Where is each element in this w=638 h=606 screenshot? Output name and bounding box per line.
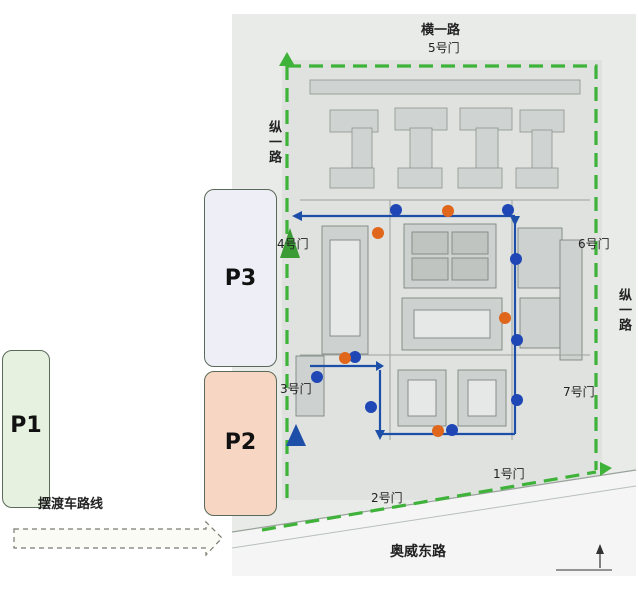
orange-markers (339, 205, 511, 437)
gate-3-label: 3号门 (280, 382, 312, 396)
inner-route-arrow-west (292, 211, 302, 221)
parking-lot-p1-label: P1 (10, 413, 42, 438)
parking-lot-p2-label: P2 (224, 430, 257, 455)
shuttle-route-arrow (13, 520, 223, 557)
inner-route-arrow-down-2 (375, 430, 385, 440)
parking-lot-p3-label: P3 (224, 266, 257, 291)
road-label-east: 纵一路 (616, 288, 631, 333)
outer-route (261, 64, 598, 532)
gate-4-label: 4号门 (277, 237, 309, 251)
outer-route-arrow-east (600, 462, 612, 476)
gate-5-label: 5号门 (428, 41, 460, 55)
parking-lot-p3[interactable]: P3 (204, 189, 277, 367)
residential-buildings (309, 79, 581, 189)
south-road-edge (231, 469, 637, 533)
central-buildings (295, 223, 583, 427)
road-label-north: 横一路 (421, 23, 461, 38)
parking-lot-p2[interactable]: P2 (204, 371, 277, 516)
parking-lot-p1[interactable]: P1 (2, 350, 50, 508)
inner-route-arrow-down (510, 216, 520, 226)
outer-route-arrow-north (279, 52, 295, 66)
road-label-west: 纵一路 (266, 120, 281, 165)
south-road-band (232, 470, 636, 576)
gate-7-label: 7号门 (563, 385, 595, 399)
inner-route-arrow-east (376, 361, 384, 371)
gate-6-label: 6号门 (578, 237, 610, 251)
north-arrow-icon (556, 544, 612, 571)
blue-triangle-icon (286, 424, 306, 446)
blue-markers (311, 204, 523, 436)
south-road-edge-2 (231, 485, 637, 549)
gate-1-label: 1号门 (493, 467, 525, 481)
shuttle-route-label: 摆渡车路线 (38, 497, 104, 512)
green-triangle-icon (280, 228, 300, 258)
road-label-south: 奥威东路 (390, 544, 446, 560)
gate-2-label: 2号门 (371, 491, 403, 505)
